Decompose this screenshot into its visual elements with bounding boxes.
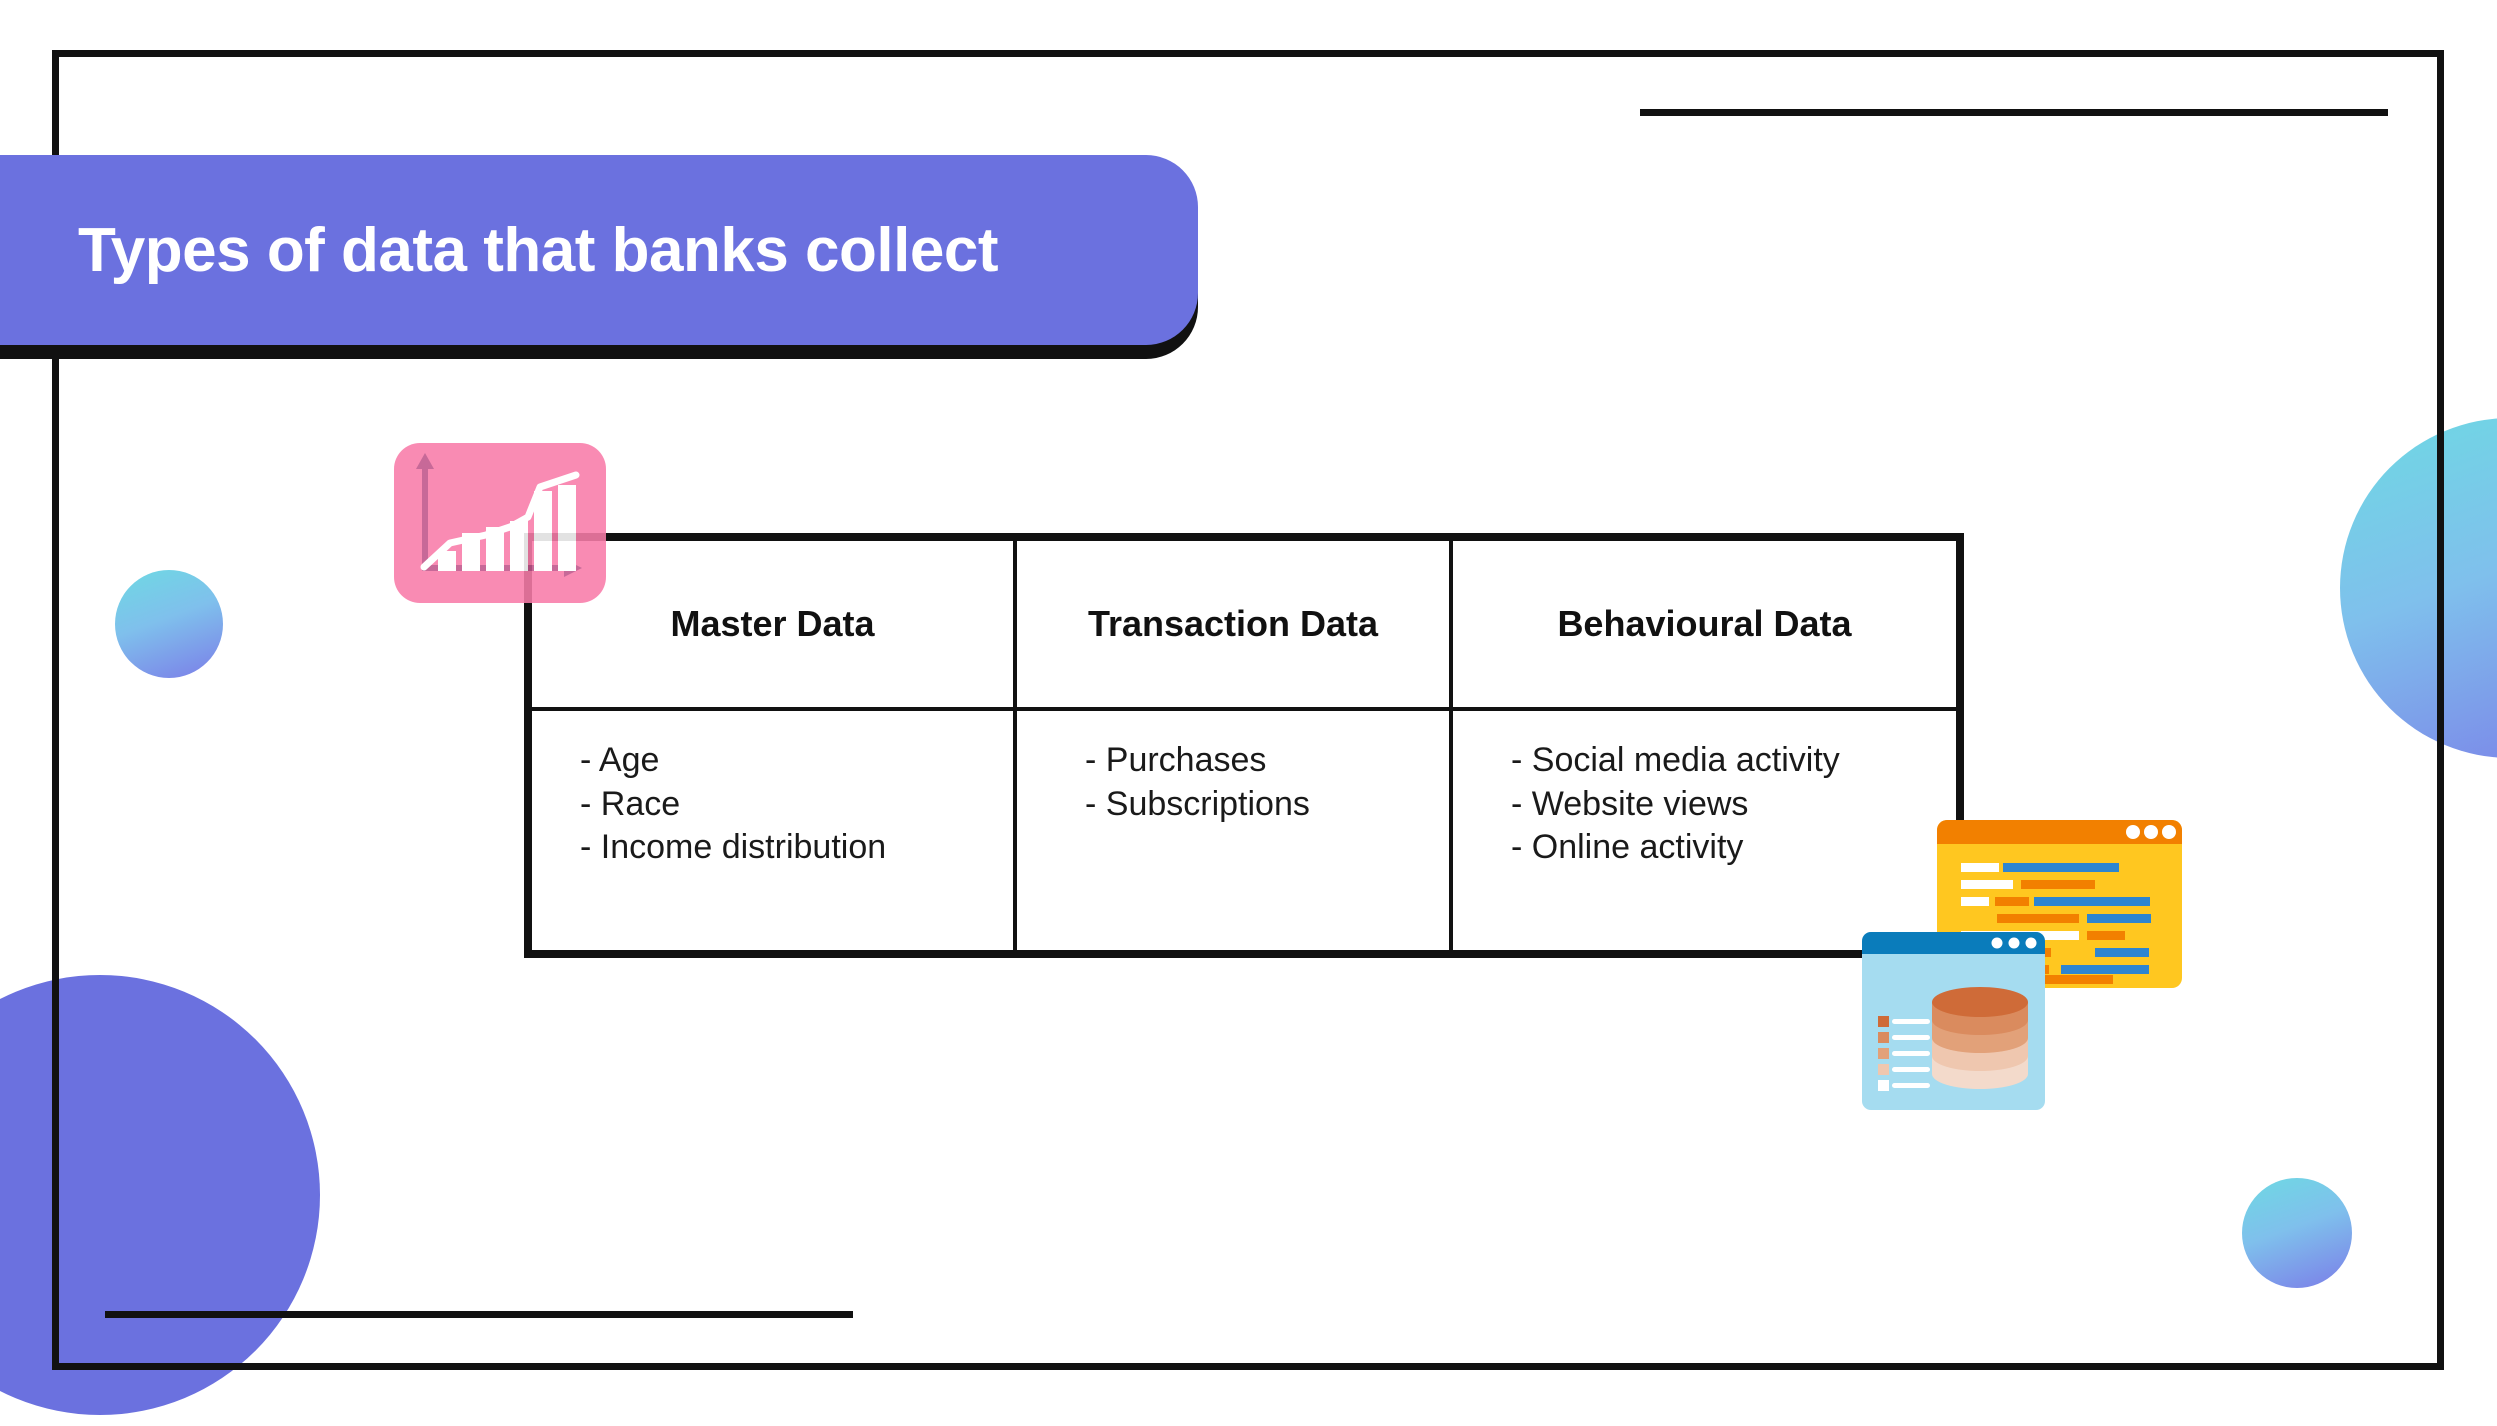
table-cell-master: - Age - Race - Income distribution — [532, 711, 1013, 950]
list-master-data: - Age - Race - Income distribution — [532, 739, 1013, 870]
title-banner-body: Types of data that banks collect — [0, 155, 1198, 345]
list-behavioural-data: - Social media activity - Website views … — [1453, 739, 1956, 870]
table-body-row: - Age - Race - Income distribution - Pur… — [532, 711, 1956, 950]
table-header-cell-master: Master Data — [532, 541, 1013, 707]
table-header-cell-behavioural: Behavioural Data — [1453, 541, 1956, 707]
list-item: - Website views — [1511, 784, 1749, 823]
table-header-row: Master Data Transaction Data Behavioural… — [532, 541, 1956, 711]
database-window-icon — [1862, 932, 2045, 1110]
list-item: - Social media activity — [1511, 741, 1840, 779]
table-cell-behavioural: - Social media activity - Website views … — [1453, 711, 1956, 950]
list-item: - Race — [580, 784, 681, 823]
bar-chart-icon — [394, 443, 606, 603]
list-item: - Purchases — [1085, 741, 1267, 779]
list-item: - Age — [580, 741, 660, 779]
slide-frame — [52, 50, 2444, 1370]
table-header-cell-transaction: Transaction Data — [1013, 541, 1453, 707]
column-header-label: Behavioural Data — [1557, 603, 1852, 644]
column-header-label: Master Data — [670, 603, 875, 644]
table-cell-transaction: - Purchases - Subscriptions — [1013, 711, 1453, 950]
gradient-sphere-small-right — [2242, 1178, 2352, 1288]
data-types-table: Master Data Transaction Data Behavioural… — [524, 533, 1964, 958]
column-header-label: Transaction Data — [1087, 603, 1379, 644]
title-banner: Types of data that banks collect — [0, 155, 1200, 359]
page-title: Types of data that banks collect — [78, 215, 998, 285]
gradient-sphere-small-left — [115, 570, 223, 678]
accent-rule-top-right — [1640, 109, 2388, 116]
list-item: - Income distribution — [580, 828, 887, 867]
accent-rule-bottom-left — [105, 1311, 853, 1318]
list-item: - Online activity — [1511, 828, 1744, 867]
list-item: - Subscriptions — [1085, 784, 1310, 823]
list-transaction-data: - Purchases - Subscriptions — [1017, 739, 1449, 826]
